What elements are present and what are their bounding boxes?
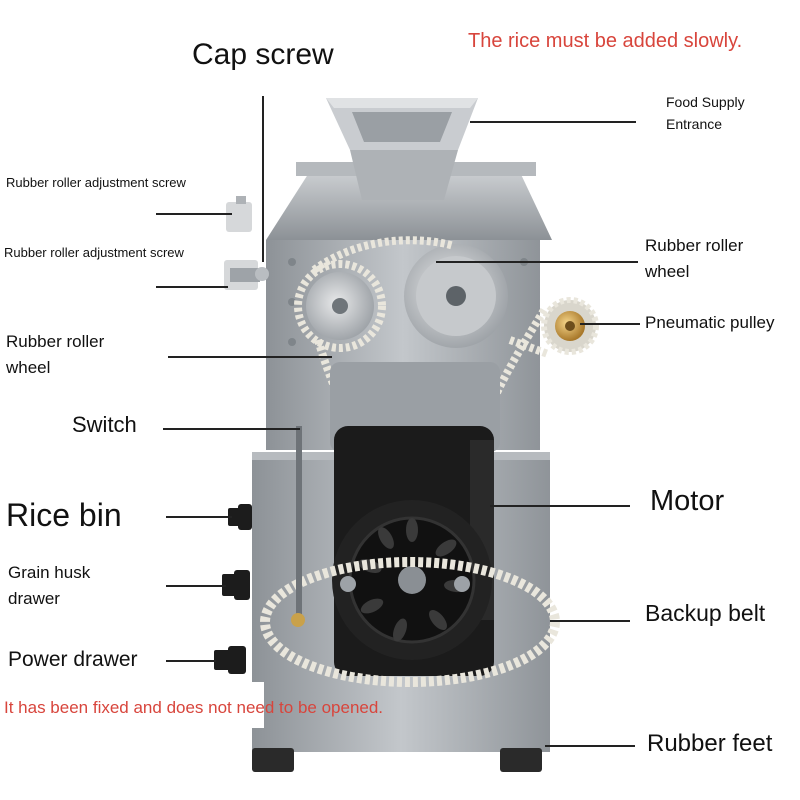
label-pneumatic-pulley: Pneumatic pulley [645, 313, 775, 332]
label-rice-bin: Rice bin [6, 497, 122, 533]
leader-backup-belt [550, 620, 630, 622]
leader-roller-wheel-right [436, 261, 638, 263]
leader-adjust-screw-1 [156, 213, 232, 215]
right-roller-wheel [404, 244, 508, 348]
rubber-feet [252, 748, 542, 772]
leader-adjust-screw-2 [156, 286, 228, 288]
leader-rice-bin [166, 516, 232, 518]
note-bottom-backdrop [0, 682, 264, 728]
switch [291, 426, 305, 627]
leader-rubber-feet [545, 745, 635, 747]
hopper [326, 98, 478, 200]
note-top: The rice must be added slowly. [468, 30, 743, 52]
label-food-supply-line2: Entrance [666, 116, 723, 133]
label-switch: Switch [72, 412, 137, 437]
label-backup-belt: Backup belt [645, 600, 766, 626]
motor [330, 362, 500, 676]
label-food-supply: Food Supply Entrance [666, 94, 745, 132]
pneumatic-pulley [541, 297, 599, 355]
leader-switch [163, 428, 300, 430]
label-adjust-screw-2: Rubber roller adjustment screw [4, 245, 184, 260]
label-roller-wheel-right-line2: wheel [645, 261, 690, 281]
label-motor: Motor [650, 485, 725, 517]
leader-motor [490, 505, 630, 507]
label-roller-wheel-right-line1: Rubber roller [645, 236, 744, 255]
label-husk-drawer: Grain husk drawer [8, 563, 90, 608]
label-husk-drawer-line2: drawer [8, 588, 60, 608]
drawer-knobs [214, 504, 252, 674]
label-roller-wheel-left-line2: wheel [6, 357, 51, 377]
leader-food-supply [470, 121, 636, 123]
label-roller-wheel-left-line1: Rubber roller [6, 332, 105, 351]
label-roller-wheel-right: Rubber roller wheel [645, 236, 743, 281]
label-adjust-screw-1: Rubber roller adjustment screw [6, 175, 186, 190]
label-cap-screw: Cap screw [192, 38, 334, 71]
adjustment-screws [224, 196, 269, 290]
leader-cap-screw [262, 96, 264, 262]
note-bottom: It has been fixed and does not need to b… [4, 698, 384, 717]
leader-roller-wheel-left [168, 356, 332, 358]
leader-husk-drawer [166, 585, 226, 587]
label-rubber-feet: Rubber feet [647, 730, 773, 757]
label-food-supply-line1: Food Supply [666, 94, 745, 110]
backup-belt-loop [260, 557, 560, 687]
leader-pneumatic-pulley [580, 323, 640, 325]
label-roller-wheel-left: Rubber roller wheel [6, 332, 104, 377]
label-power-drawer: Power drawer [8, 648, 138, 671]
label-husk-drawer-line1: Grain husk [8, 563, 91, 582]
left-roller-wheel [294, 260, 386, 352]
leader-power-drawer [166, 660, 216, 662]
